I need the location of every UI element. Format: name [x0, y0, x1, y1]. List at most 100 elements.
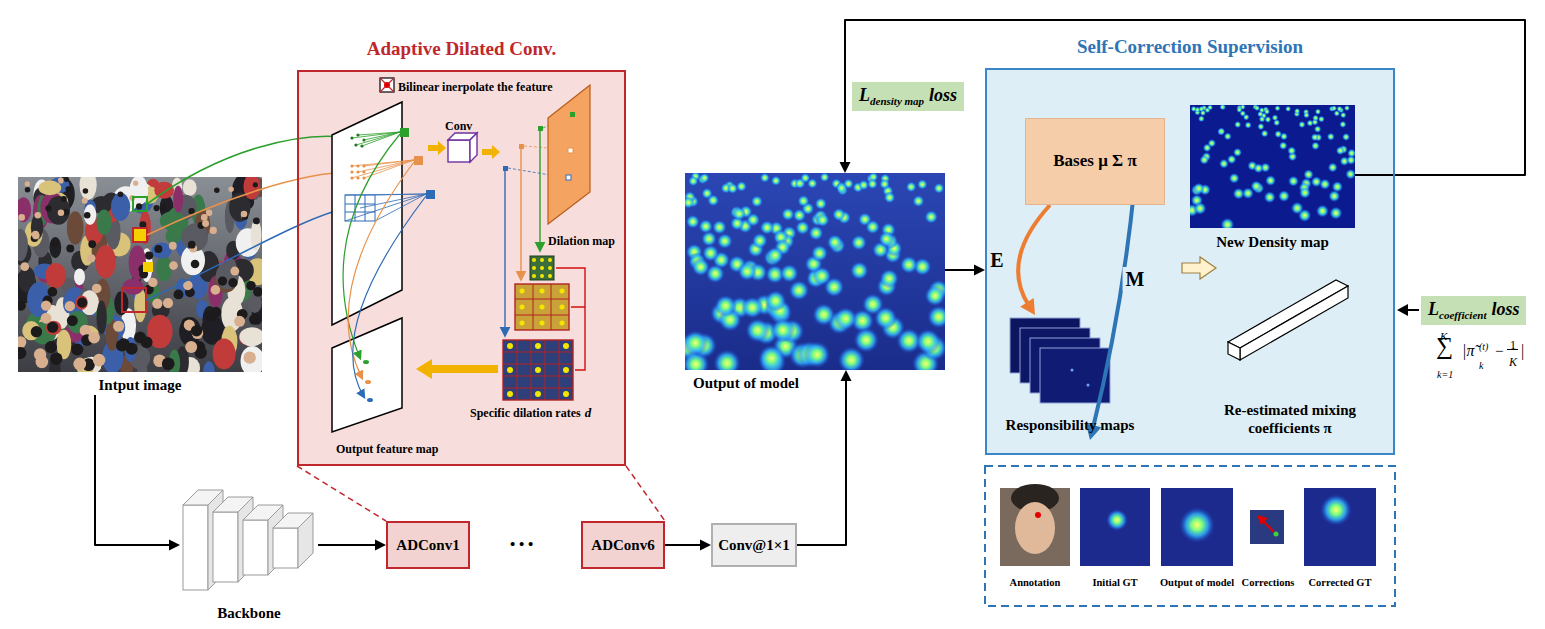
density-blob	[685, 196, 695, 209]
coefficient-bar	[1228, 342, 1240, 360]
output-feature-plane	[365, 380, 371, 384]
crowd-head	[18, 214, 25, 221]
flow-arrow	[1018, 205, 1050, 315]
input-feature-plane	[332, 102, 435, 325]
crowd-figure	[183, 179, 197, 196]
dilation-grid	[548, 266, 552, 270]
density-blob	[1265, 116, 1272, 123]
example-tile: Output of model	[1156, 486, 1238, 592]
crowd-head	[47, 287, 57, 297]
dilation-grid	[548, 258, 552, 262]
label-holder: Bilinear inerpolate the feature	[398, 77, 553, 95]
crowd-head	[152, 299, 162, 309]
panel-fill	[985, 68, 1395, 455]
crowd-figure	[49, 237, 61, 258]
flow-line	[1018, 205, 1050, 305]
density-blob	[1334, 110, 1340, 116]
crowd-head	[18, 336, 26, 348]
rate-arrow	[520, 149, 521, 279]
edge-label: E	[987, 248, 1006, 272]
crowd-figure	[45, 263, 65, 288]
input-photo	[18, 177, 262, 372]
density-blob	[1329, 207, 1342, 220]
density-blob	[797, 195, 809, 207]
annotation-label: Specific dilation rates	[470, 406, 581, 420]
loss-tag: Lcoefficientloss	[1421, 296, 1526, 325]
density-blob	[900, 256, 918, 274]
dilation-plane	[548, 85, 590, 224]
crowd-head	[50, 352, 63, 365]
crowd-figure	[39, 181, 62, 196]
flow-arrow	[95, 395, 180, 551]
dilation-grid	[515, 284, 569, 330]
density-blob	[765, 290, 787, 312]
yellow-flow-arrow	[416, 359, 498, 379]
crowd-head	[84, 212, 91, 219]
label-holder: Output feature map	[336, 439, 438, 457]
input-photo	[143, 262, 153, 272]
crowd-head	[141, 336, 153, 348]
crowd-figure	[75, 295, 87, 310]
crowd-figure	[181, 225, 207, 250]
crowd-head	[35, 212, 42, 219]
annotation-label: L	[859, 85, 870, 107]
label-holder: k=1	[1437, 364, 1453, 382]
input-photo	[122, 288, 146, 312]
density-blob	[867, 179, 878, 190]
density-blob	[1265, 175, 1276, 186]
crowd-head	[77, 297, 87, 307]
formula-symbol: k=1	[1437, 370, 1453, 380]
density-blob	[1217, 128, 1225, 136]
crowd-head	[88, 332, 100, 344]
example-thumbnail	[1035, 512, 1041, 518]
density-blob	[1259, 116, 1266, 123]
density-blob	[771, 176, 781, 186]
rate-arrow	[539, 131, 540, 250]
density-blob	[1274, 105, 1280, 111]
output-feature-plane	[343, 134, 426, 397]
density-blob	[1332, 181, 1343, 192]
density-blob	[685, 173, 945, 370]
yellow-flow-arrow	[416, 141, 500, 379]
density-blob	[815, 197, 828, 210]
formula-symbol: |π̃	[1462, 343, 1474, 359]
example-thumbnail	[1106, 509, 1128, 531]
box-label: Bases μ Σ π	[1053, 151, 1136, 171]
density-blob	[727, 183, 738, 194]
crowd-head	[47, 322, 58, 333]
dilation-grid	[540, 289, 545, 294]
offset-output	[503, 166, 508, 171]
density-blob	[1198, 115, 1205, 122]
crowd-head	[228, 278, 237, 287]
yellow-flow-arrow	[482, 145, 500, 159]
backbone-block	[183, 505, 208, 590]
density-blob	[1328, 162, 1338, 172]
density-blob	[1264, 108, 1270, 114]
annotation-label: • • •	[510, 535, 533, 553]
interpolation-icon	[384, 82, 390, 88]
annotation-label: density map	[870, 95, 924, 108]
crowd-head	[64, 177, 69, 182]
crowd-figure	[95, 245, 116, 278]
density-blob	[686, 214, 700, 228]
density-blob	[1318, 116, 1325, 123]
dilation-grid	[503, 340, 573, 400]
sampling-curve	[147, 172, 352, 235]
crowd-figure	[84, 204, 96, 225]
density-blob	[912, 195, 924, 207]
crowd-figure	[123, 279, 144, 295]
edge-label: M	[1123, 267, 1148, 291]
label-holder: Dilation map	[548, 231, 615, 249]
dilation-grid	[563, 391, 569, 397]
dilation-grid	[520, 321, 525, 326]
density-blob	[834, 307, 858, 331]
density-blob	[1220, 105, 1226, 110]
box-label: Conv@1×1	[718, 536, 790, 554]
new-density-map	[1186, 104, 1357, 232]
annotation-label: loss	[929, 85, 957, 107]
output-map: Output of model	[685, 173, 945, 395]
flow-arrow	[665, 540, 711, 551]
input-image: Intput image	[18, 177, 262, 395]
density-blob	[808, 225, 823, 240]
